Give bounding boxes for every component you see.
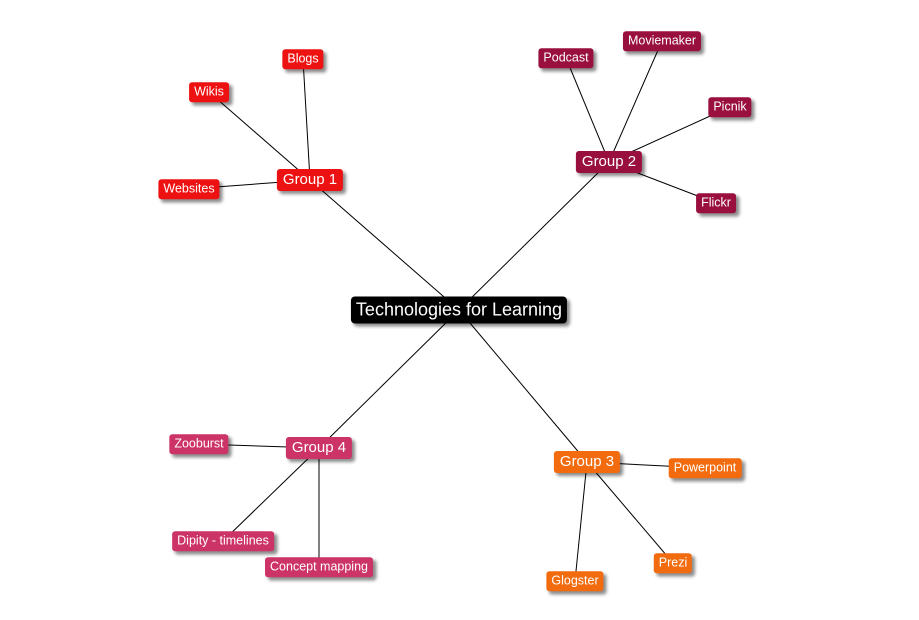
connector-root-g1 xyxy=(309,179,460,311)
leaf-wikis[interactable]: Wikis xyxy=(189,82,229,102)
connector-g3-g3-prezi xyxy=(586,461,674,564)
connector-g2-g2-moviemaker xyxy=(608,40,663,163)
leaf-zooburst[interactable]: Zooburst xyxy=(169,434,229,454)
group-1-node[interactable]: Group 1 xyxy=(276,169,344,191)
group-2-node[interactable]: Group 2 xyxy=(575,151,643,173)
leaf-blogs[interactable]: Blogs xyxy=(282,49,324,69)
leaf-dipity-timelines[interactable]: Dipity - timelines xyxy=(172,531,274,551)
connector-g3-g3-glogster xyxy=(574,461,588,582)
leaf-powerpoint[interactable]: Powerpoint xyxy=(668,458,742,478)
leaf-podcast[interactable]: Podcast xyxy=(538,48,594,68)
leaf-glogster[interactable]: Glogster xyxy=(546,571,604,591)
connector-root-g4 xyxy=(318,309,460,449)
connector-g2-g2-podcast xyxy=(565,57,610,163)
leaf-flickr[interactable]: Flickr xyxy=(696,193,736,213)
connector-g4-g4-dipity xyxy=(222,447,320,542)
connector-g1-g1-blogs xyxy=(302,58,311,181)
leaf-moviemaker[interactable]: Moviemaker xyxy=(622,31,702,51)
group-4-node[interactable]: Group 4 xyxy=(285,437,353,459)
connector-root-g3 xyxy=(458,309,588,463)
leaf-concept-mapping[interactable]: Concept mapping xyxy=(265,557,373,577)
leaf-websites[interactable]: Websites xyxy=(158,179,220,199)
leaf-prezi[interactable]: Prezi xyxy=(653,553,693,573)
group-3-node[interactable]: Group 3 xyxy=(553,451,621,473)
connector-g1-g1-wikis xyxy=(208,91,311,181)
root-node-technologies-for-learning[interactable]: Technologies for Learning xyxy=(350,296,568,324)
leaf-picnik[interactable]: Picnik xyxy=(708,97,752,117)
connector-root-g2 xyxy=(458,161,610,311)
